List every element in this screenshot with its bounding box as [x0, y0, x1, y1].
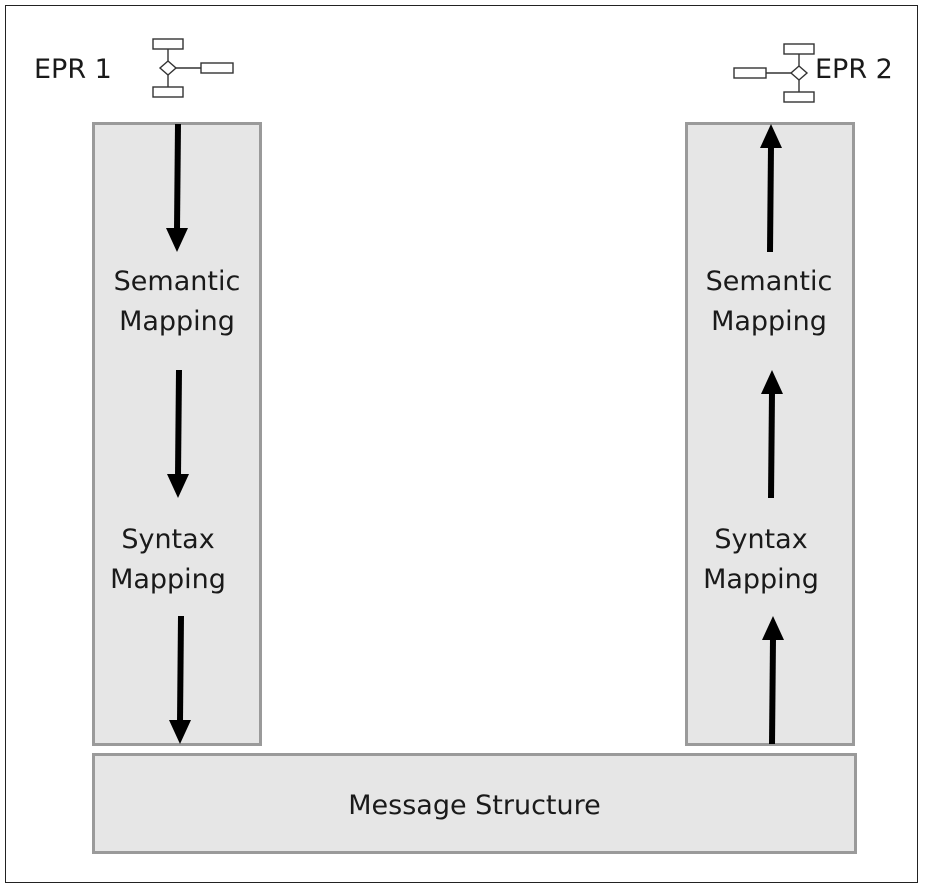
- right-semantic-line2: Mapping: [711, 306, 827, 337]
- right-semantic-mapping-label: Semantic Mapping: [684, 262, 854, 342]
- message-structure-label: Message Structure: [348, 790, 601, 821]
- right-syntax-line2: Mapping: [703, 564, 819, 595]
- record-structure-icon: [733, 43, 815, 103]
- left-syntax-mapping-label: Syntax Mapping: [83, 520, 253, 600]
- right-arrow-1: [762, 616, 784, 745]
- right-syntax-line1: Syntax: [714, 524, 808, 555]
- right-syntax-mapping-label: Syntax Mapping: [676, 520, 846, 600]
- record-structure-icon: [152, 38, 234, 98]
- right-semantic-line1: Semantic: [705, 266, 833, 297]
- epr1-label: EPR 1: [34, 54, 112, 85]
- left-arrow-3: [169, 615, 191, 744]
- left-semantic-mapping-label: Semantic Mapping: [92, 262, 262, 342]
- message-structure-box: [92, 753, 857, 854]
- left-syntax-line2: Mapping: [110, 564, 226, 595]
- right-arrow-2: [761, 370, 783, 499]
- left-arrow-2: [167, 369, 189, 498]
- epr2-label: EPR 2: [815, 54, 893, 85]
- left-arrow-1: [166, 123, 188, 252]
- left-semantic-line1: Semantic: [113, 266, 241, 297]
- left-semantic-line2: Mapping: [119, 306, 235, 337]
- left-syntax-line1: Syntax: [121, 524, 215, 555]
- right-arrow-3: [760, 124, 782, 253]
